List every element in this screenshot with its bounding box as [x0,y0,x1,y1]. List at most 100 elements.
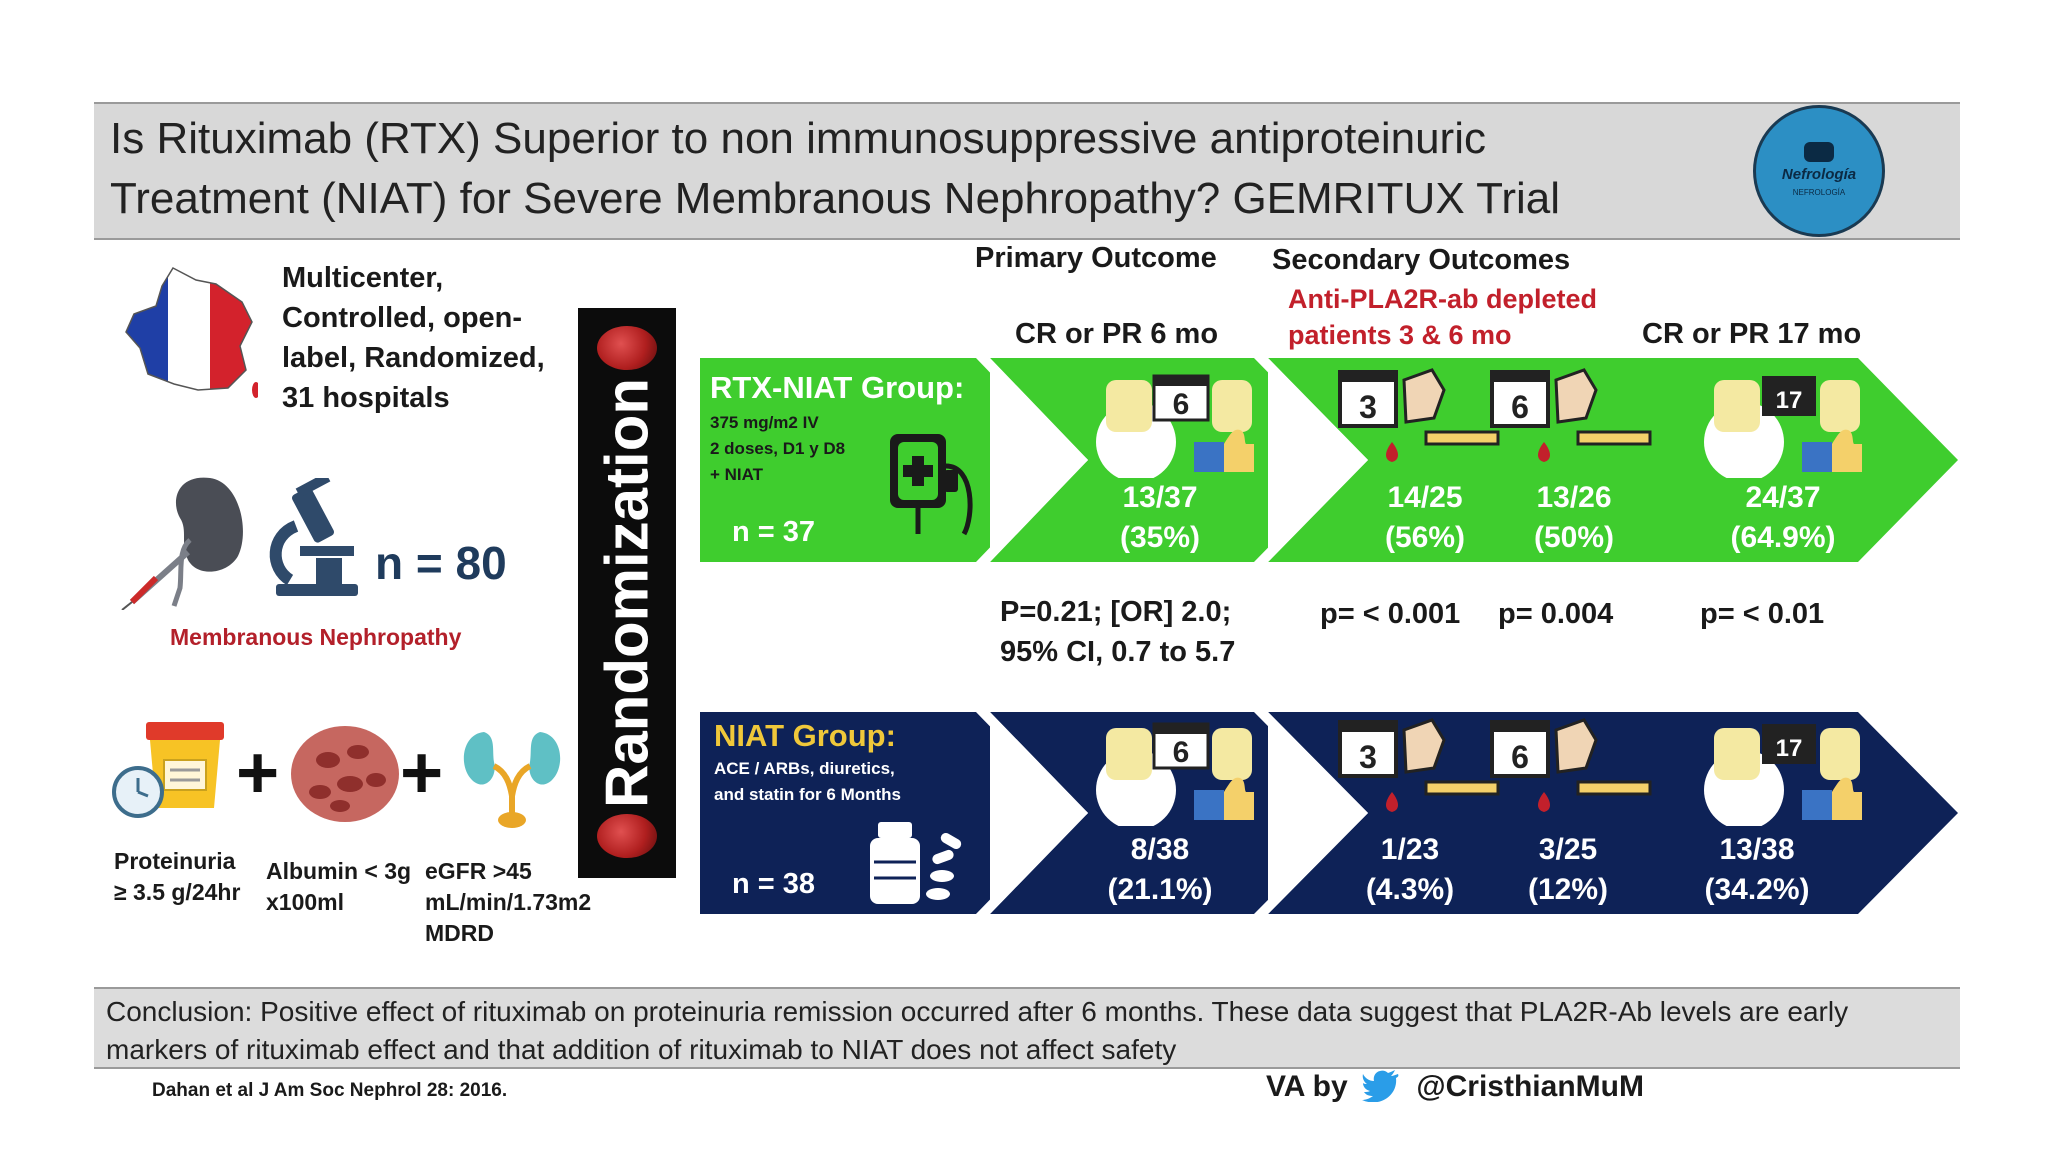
plus-sign-2: + [400,731,444,814]
rtx-desc-line-2: 2 doses, D1 y D8 [710,439,846,458]
cr-pr-6mo-header: CR or PR 6 mo [1015,318,1219,350]
calendar-label: 6 [1511,389,1529,425]
egfr-line-2: mL/min/1.73m2 [425,889,592,915]
niat-primary-count: 8/38 [1130,833,1190,866]
cr-17mo-pvalue: p= < 0.01 [1700,598,1825,630]
primary-stats-line-1: P=0.21; [OR] 2.0; [1000,596,1232,628]
design-line-3: label, Randomized, [282,342,545,374]
niat-group-n: n = 38 [732,868,816,900]
niat-pla2r-3mo-pct: (4.3%) [1365,873,1455,906]
kidney-mark-icon [1804,142,1834,162]
rtx-pla2r-3mo-pct: (56%) [1384,521,1466,554]
france-flag-map-icon [125,267,258,398]
albumin-line-1: Albumin < 3g [266,858,412,884]
niat-cr-17mo-pct: (34.2%) [1704,873,1810,906]
twitter-bird-icon [1362,1070,1399,1103]
niat-group-description: ACE / ARBs, diuretics, and statin for 6 … [714,756,901,808]
niat-pla2r-6mo-pct: (12%) [1527,873,1609,906]
rtx-group-n: n = 37 [732,516,816,548]
microscope-icon [269,478,358,596]
niat-desc-line-2: and statin for 6 Months [714,785,901,804]
rtx-primary-count: 13/37 [1122,481,1198,514]
visual-abstract-credit: VA by @CristhianMuM [1266,1068,1644,1104]
conclusion-text: Conclusion: Positive effect of rituximab… [106,996,1849,1065]
outcome-doctors-17mo-icon: 17 [1704,376,1862,478]
calendar-3-blood-test-icon: 3 [1338,718,1500,812]
primary-stats-line-2: 95% CI, 0.7 to 5.7 [1000,636,1236,668]
albumin-line-2: x100ml [266,889,345,915]
egfr-criterion: eGFR >45 mL/min/1.73m2 MDRD [425,856,591,949]
niat-primary-pct: (21.1%) [1107,873,1213,906]
calendar-label: 3 [1359,389,1377,425]
niat-pla2r-6mo-result: 3/25 (12%) [1488,830,1648,910]
proteinuria-line-2: ≥ 3.5 g/24hr [114,879,241,905]
kidney-biopsy-icon [121,477,243,610]
rtx-pla2r-6mo-pct: (50%) [1533,521,1615,554]
calendar-label: 17 [1776,735,1803,762]
niat-pla2r-3mo-result: 1/23 (4.3%) [1330,830,1490,910]
pill-bottle-icon [870,822,962,904]
design-line-2: Controlled, open- [282,302,523,334]
rtx-cr-17mo-result: 24/37 (64.9%) [1698,478,1868,558]
calendar-3-blood-test-icon: 3 [1338,368,1500,462]
calendar-label: 6 [1173,388,1190,421]
primary-stats: P=0.21; [OR] 2.0; 95% CI, 0.7 to 5.7 [1000,592,1235,672]
randomization-bar: Randomization [578,308,676,878]
niat-desc-line-1: ACE / ARBs, diuretics, [714,759,895,778]
design-line-1: Multicenter, [282,262,444,294]
iv-bag-icon [890,434,973,536]
pla2r-3mo-pvalue: p= < 0.001 [1320,598,1461,630]
plus-sign-1: + [236,731,280,814]
outcome-doctors-17mo-icon: 17 [1704,724,1862,826]
proteinuria-line-1: Proteinuria [114,848,236,874]
citation: Dahan et al J Am Soc Nephrol 28: 2016. [152,1080,508,1101]
title-banner: Is Rituximab (RTX) Superior to non immun… [94,102,1960,240]
calendar-label: 3 [1359,739,1377,775]
niat-cr-17mo-result: 13/38 (34.2%) [1672,830,1842,910]
blood-cells-icon [291,726,399,822]
calendar-label: 6 [1173,736,1190,769]
rtx-pla2r-6mo-result: 13/26 (50%) [1494,478,1654,558]
niat-cr-17mo-count: 13/38 [1719,833,1795,866]
credit-prefix: VA by [1266,1070,1348,1103]
rtx-desc-line-1: 375 mg/m2 IV [710,413,819,432]
design-line-4: 31 hospitals [282,382,450,414]
calendar-6-blood-test-icon: 6 [1490,718,1652,812]
logo-text: Nefrología [1781,166,1857,183]
rtx-pla2r-6mo-count: 13/26 [1536,481,1612,514]
pla2r-6mo-pvalue: p= 0.004 [1498,598,1614,630]
niat-group-title: NIAT Group: [714,718,896,753]
blood-cluster-icon [597,326,657,370]
conclusion-box: Conclusion: Positive effect of rituximab… [94,987,1960,1069]
niat-pla2r-6mo-count: 3/25 [1538,833,1598,866]
rtx-pla2r-3mo-count: 14/25 [1387,481,1463,514]
proteinuria-criterion: Proteinuria ≥ 3.5 g/24hr [114,846,240,908]
blood-cluster-icon [597,814,657,858]
membranous-nephropathy-label: Membranous Nephropathy [170,624,462,650]
outcome-doctors-icon: 6 [1096,722,1254,826]
rtx-pla2r-3mo-result: 14/25 (56%) [1345,478,1505,558]
rtx-primary-pct: (35%) [1119,521,1201,554]
secondary-outcomes-header: Secondary Outcomes [1272,244,1571,276]
pla2r-header-line-2: patients 3 & 6 mo [1288,320,1512,350]
rtx-group-description: 375 mg/m2 IV 2 doses, D1 y D8 + NIAT [710,410,845,488]
rtx-cr-17mo-count: 24/37 [1745,481,1821,514]
calendar-label: 17 [1776,387,1803,414]
egfr-line-1: eGFR >45 [425,858,532,884]
calendar-6-blood-test-icon: 6 [1490,368,1652,462]
kidneys-icon [463,732,561,828]
primary-outcome-header: Primary Outcome [975,242,1217,274]
outcome-doctors-icon: 6 [1096,374,1254,478]
niat-primary-result: 8/38 (21.1%) [1080,830,1240,910]
albumin-criterion: Albumin < 3g x100ml [266,856,411,918]
title-line-2: Treatment (NIAT) for Severe Membranous N… [110,174,1561,223]
credit-handle: @CristhianMuM [1416,1070,1644,1103]
rtx-group-title: RTX-NIAT Group: [710,370,965,405]
title-line-1: Is Rituximab (RTX) Superior to non immun… [110,114,1486,163]
egfr-line-3: MDRD [425,920,494,946]
niat-pla2r-3mo-count: 1/23 [1380,833,1440,866]
calendar-label: 6 [1511,739,1529,775]
total-participants: n = 80 [375,537,507,589]
rtx-primary-result: 13/37 (35%) [1080,478,1240,558]
rtx-cr-17mo-pct: (64.9%) [1730,521,1836,554]
